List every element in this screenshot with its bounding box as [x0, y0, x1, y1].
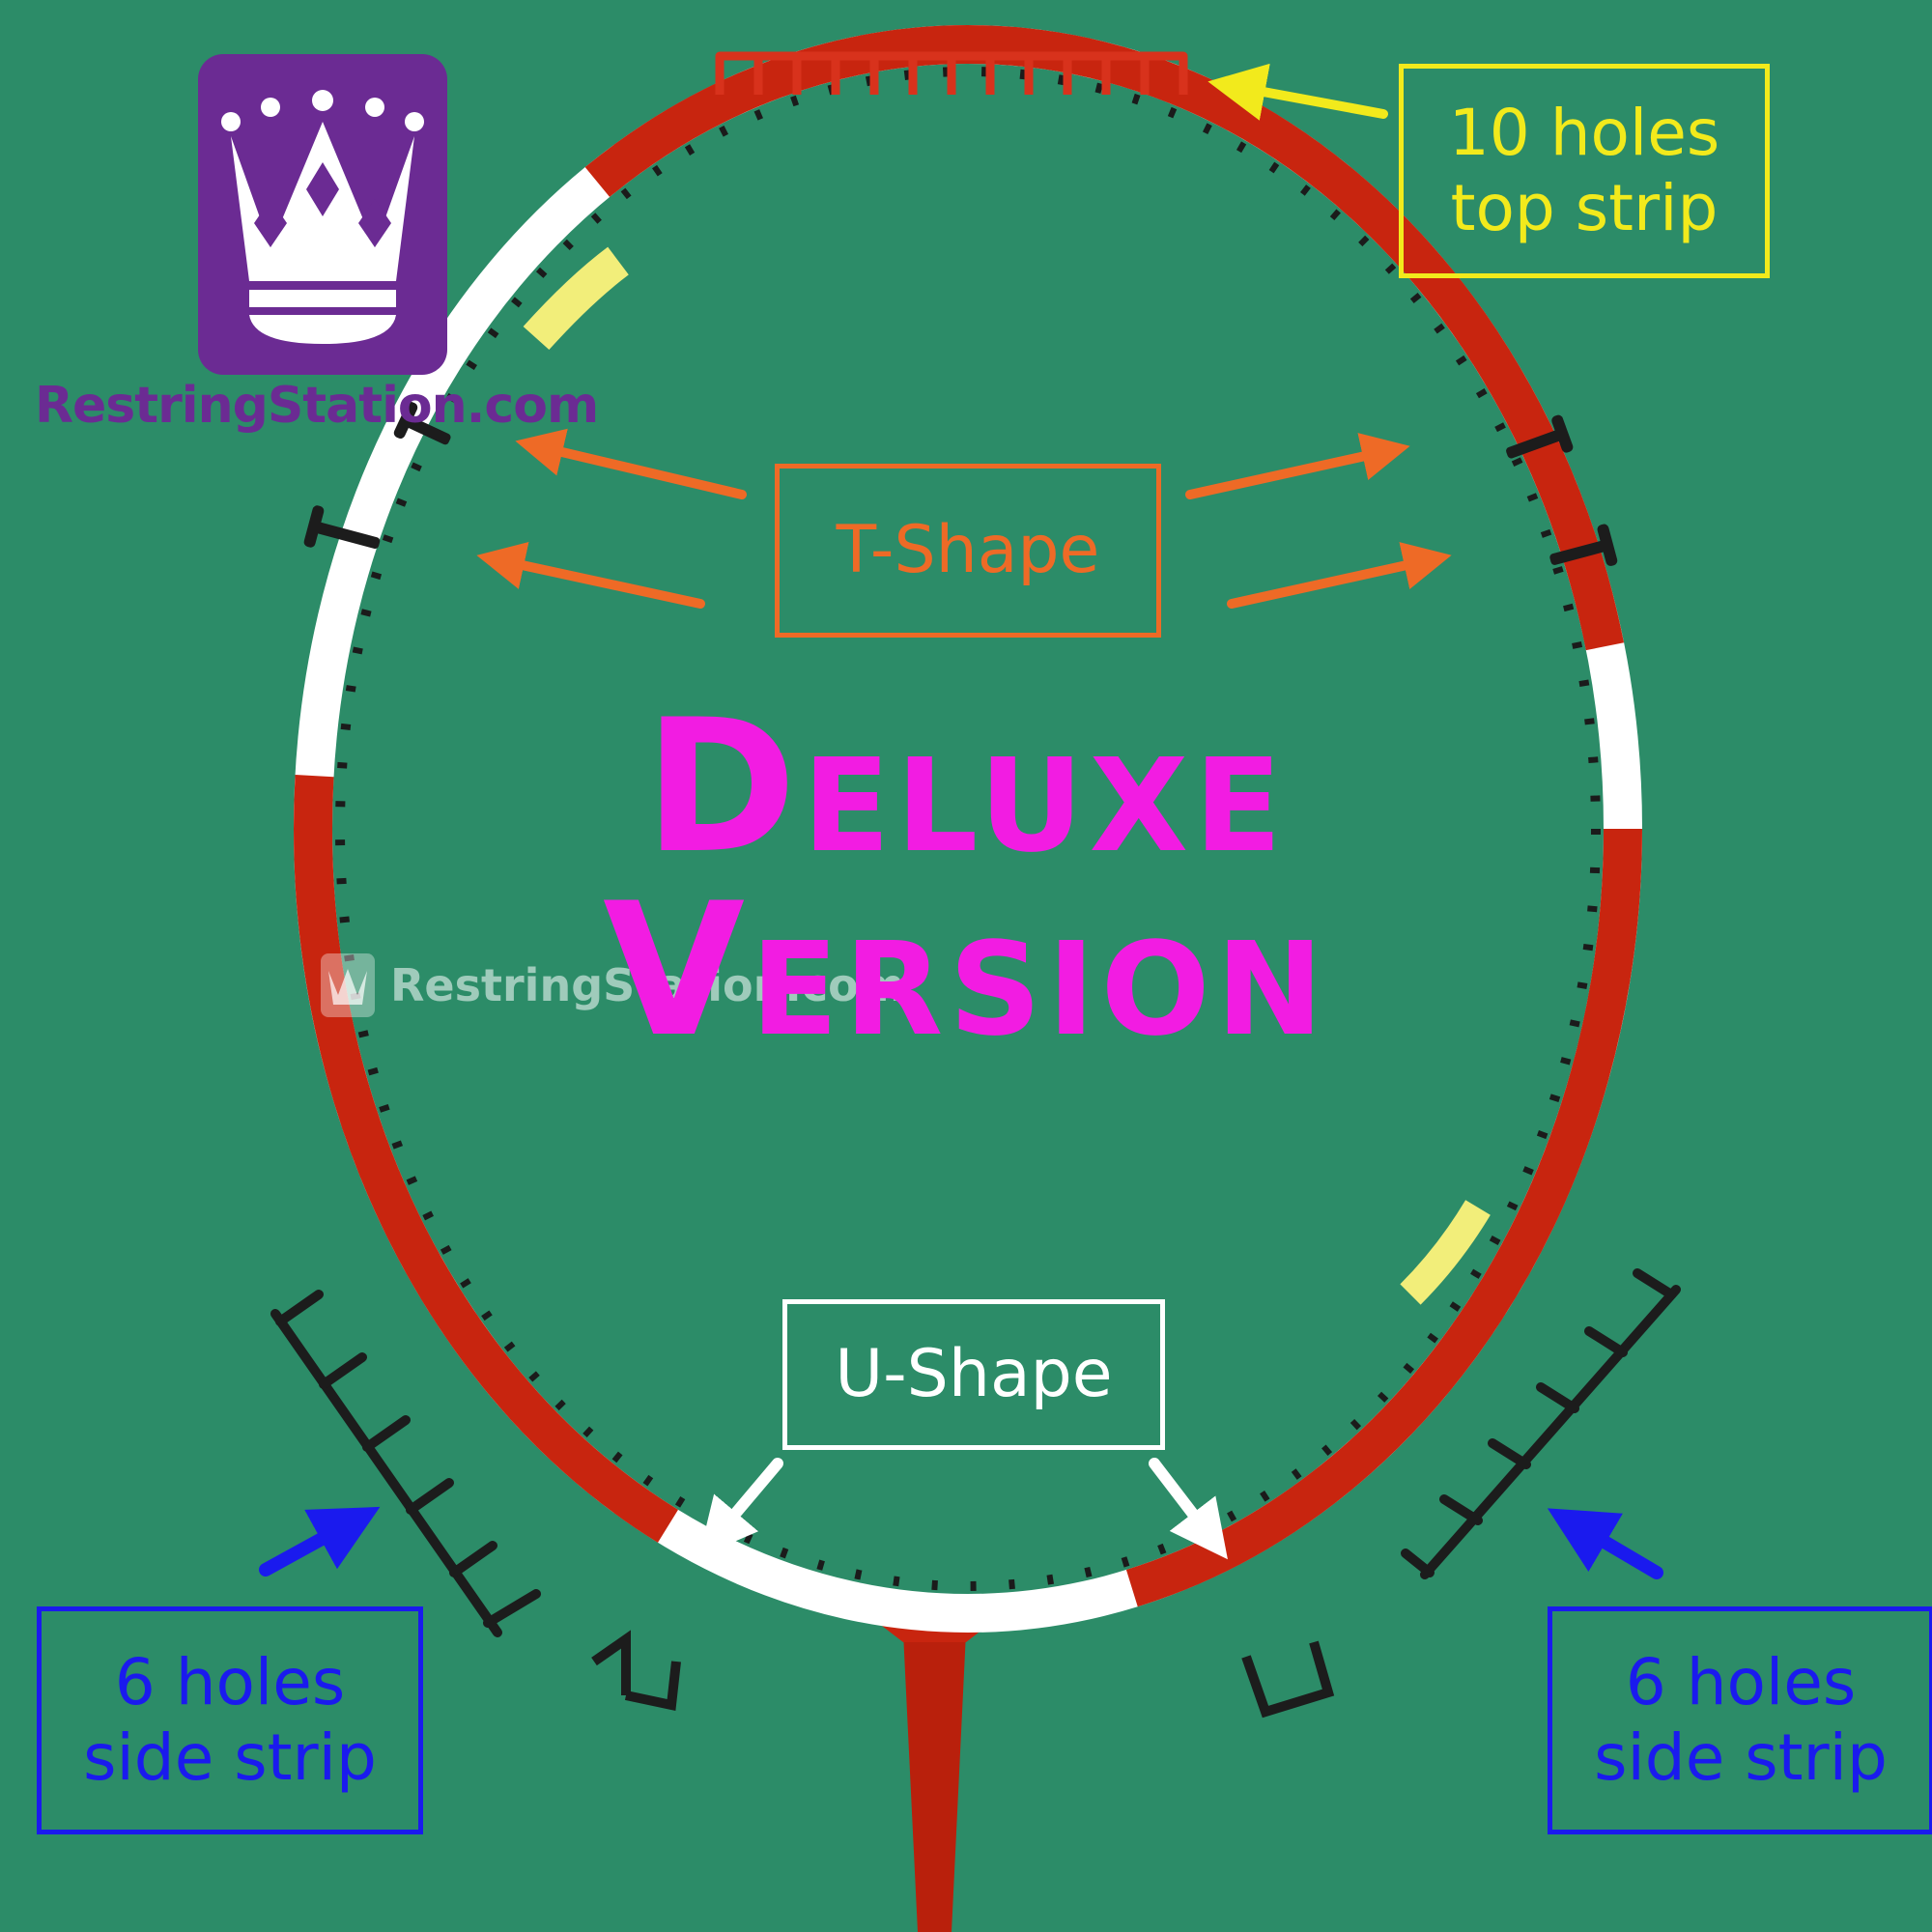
- logo-text: RestringStation.com: [35, 377, 599, 435]
- headline: Deluxe Version: [483, 696, 1449, 1063]
- logo-badge: [198, 54, 447, 375]
- t-shape-label: T-Shape: [775, 464, 1161, 638]
- crown-icon: [221, 90, 424, 344]
- headline-line-1: Deluxe: [644, 680, 1288, 894]
- top-strip-label-line-2: top strip: [1450, 171, 1719, 245]
- left-side-strip-label-line-1: 6 holes: [114, 1645, 346, 1720]
- top-strip-label-line-1: 10 holes: [1448, 96, 1720, 171]
- t-shape-grommets: [303, 401, 1618, 566]
- right-side-strip: [1401, 1268, 1681, 1579]
- watermark: RestringStation.com: [319, 952, 1014, 1019]
- left-side-strip-label: 6 holes side strip: [37, 1606, 423, 1834]
- top-strip-label: 10 holes top strip: [1399, 64, 1770, 278]
- headline-line-2: Version: [603, 864, 1329, 1077]
- left-side-strip-label-line-2: side strip: [83, 1720, 377, 1795]
- u-shape-label-text: U-Shape: [835, 1335, 1113, 1412]
- u-shape-label: U-Shape: [782, 1299, 1165, 1450]
- racket-frame: [294, 25, 1642, 1633]
- t-shape-label-text: T-Shape: [836, 511, 1100, 588]
- label-arrows: [259, 63, 1663, 1579]
- u-shape-grommets: [591, 1630, 1335, 1719]
- watermark-text: RestringStation.com: [390, 959, 905, 1011]
- crown-icon: [321, 953, 375, 1017]
- top-grommet-strip: [715, 51, 1188, 95]
- right-side-strip-label-line-2: side strip: [1594, 1720, 1888, 1795]
- right-side-strip-label-line-1: 6 holes: [1625, 1645, 1857, 1720]
- left-side-strip: [270, 1290, 541, 1637]
- right-side-strip-label: 6 holes side strip: [1548, 1606, 1932, 1834]
